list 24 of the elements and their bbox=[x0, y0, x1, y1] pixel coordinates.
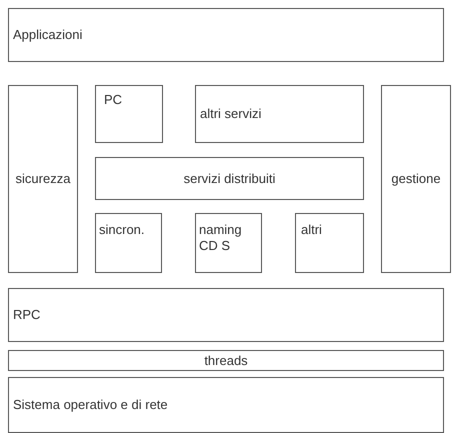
box-label: altri bbox=[301, 222, 322, 238]
layer-box bbox=[295, 213, 364, 273]
box-label: gestione bbox=[391, 171, 441, 187]
box-label: Applicazioni bbox=[13, 27, 82, 43]
box-label: altri servizi bbox=[200, 106, 262, 122]
layer-box bbox=[195, 213, 262, 273]
box-label: sincron. bbox=[99, 222, 145, 238]
box-label: sicurezza bbox=[16, 171, 70, 187]
layer-box bbox=[95, 213, 162, 273]
box-label: RPC bbox=[13, 307, 40, 323]
box-label: PC bbox=[104, 92, 122, 108]
box-label: Sistema operativo e di rete bbox=[13, 397, 168, 413]
layer-box bbox=[8, 85, 78, 273]
box-label: servizi distribuiti bbox=[184, 170, 276, 186]
box-label: threads bbox=[204, 352, 248, 368]
layer-box bbox=[8, 288, 444, 342]
layer-box bbox=[195, 85, 364, 143]
layer-box bbox=[95, 157, 364, 200]
layer-box bbox=[381, 85, 451, 273]
layer-box bbox=[8, 377, 444, 433]
layer-box bbox=[8, 350, 444, 371]
box-label: naming CD S bbox=[199, 222, 243, 254]
layer-box bbox=[95, 85, 163, 143]
layer-box bbox=[8, 8, 444, 62]
